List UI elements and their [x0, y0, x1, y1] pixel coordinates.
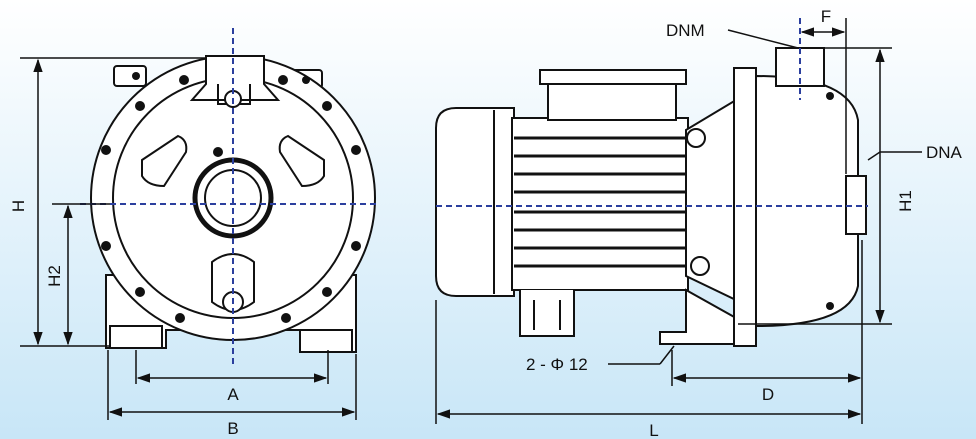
motor-foot-detail	[533, 300, 561, 330]
cooling-fins	[514, 136, 686, 268]
pump-casing-side	[755, 74, 859, 328]
terminal-box	[539, 69, 687, 121]
motor-body	[511, 117, 689, 291]
label-A: A	[227, 385, 239, 404]
label-bolt: 2 - Φ 12	[526, 355, 588, 374]
label-H: H	[9, 200, 28, 212]
fan-cover	[435, 107, 515, 297]
label-DNA: DNA	[926, 143, 963, 162]
side-view	[435, 47, 867, 347]
left-window	[141, 134, 188, 188]
DNM-leader	[727, 29, 799, 49]
casing-rivet	[213, 147, 223, 157]
motor-foot	[519, 290, 575, 337]
label-H1: H1	[896, 190, 915, 212]
dimension-lines	[20, 18, 922, 424]
top-left-lug	[113, 65, 147, 87]
label-D: D	[762, 385, 774, 404]
discharge-outlet	[189, 55, 281, 101]
right-foot	[299, 329, 353, 353]
casing-bolts	[101, 72, 361, 323]
bracket-bolt-bottom	[690, 256, 710, 276]
bolt-leader-b	[659, 345, 675, 365]
label-B: B	[227, 419, 238, 438]
centerlines	[80, 18, 868, 368]
right-window	[278, 134, 325, 188]
label-H2: H2	[45, 265, 64, 287]
label-L: L	[649, 421, 658, 439]
left-foot	[109, 325, 163, 349]
label-F: F	[821, 7, 831, 26]
label-DNM: DNM	[666, 21, 705, 40]
side-bolts	[826, 92, 834, 310]
DNA-leader-a	[867, 151, 881, 161]
bracket-bolt-top	[686, 128, 706, 148]
